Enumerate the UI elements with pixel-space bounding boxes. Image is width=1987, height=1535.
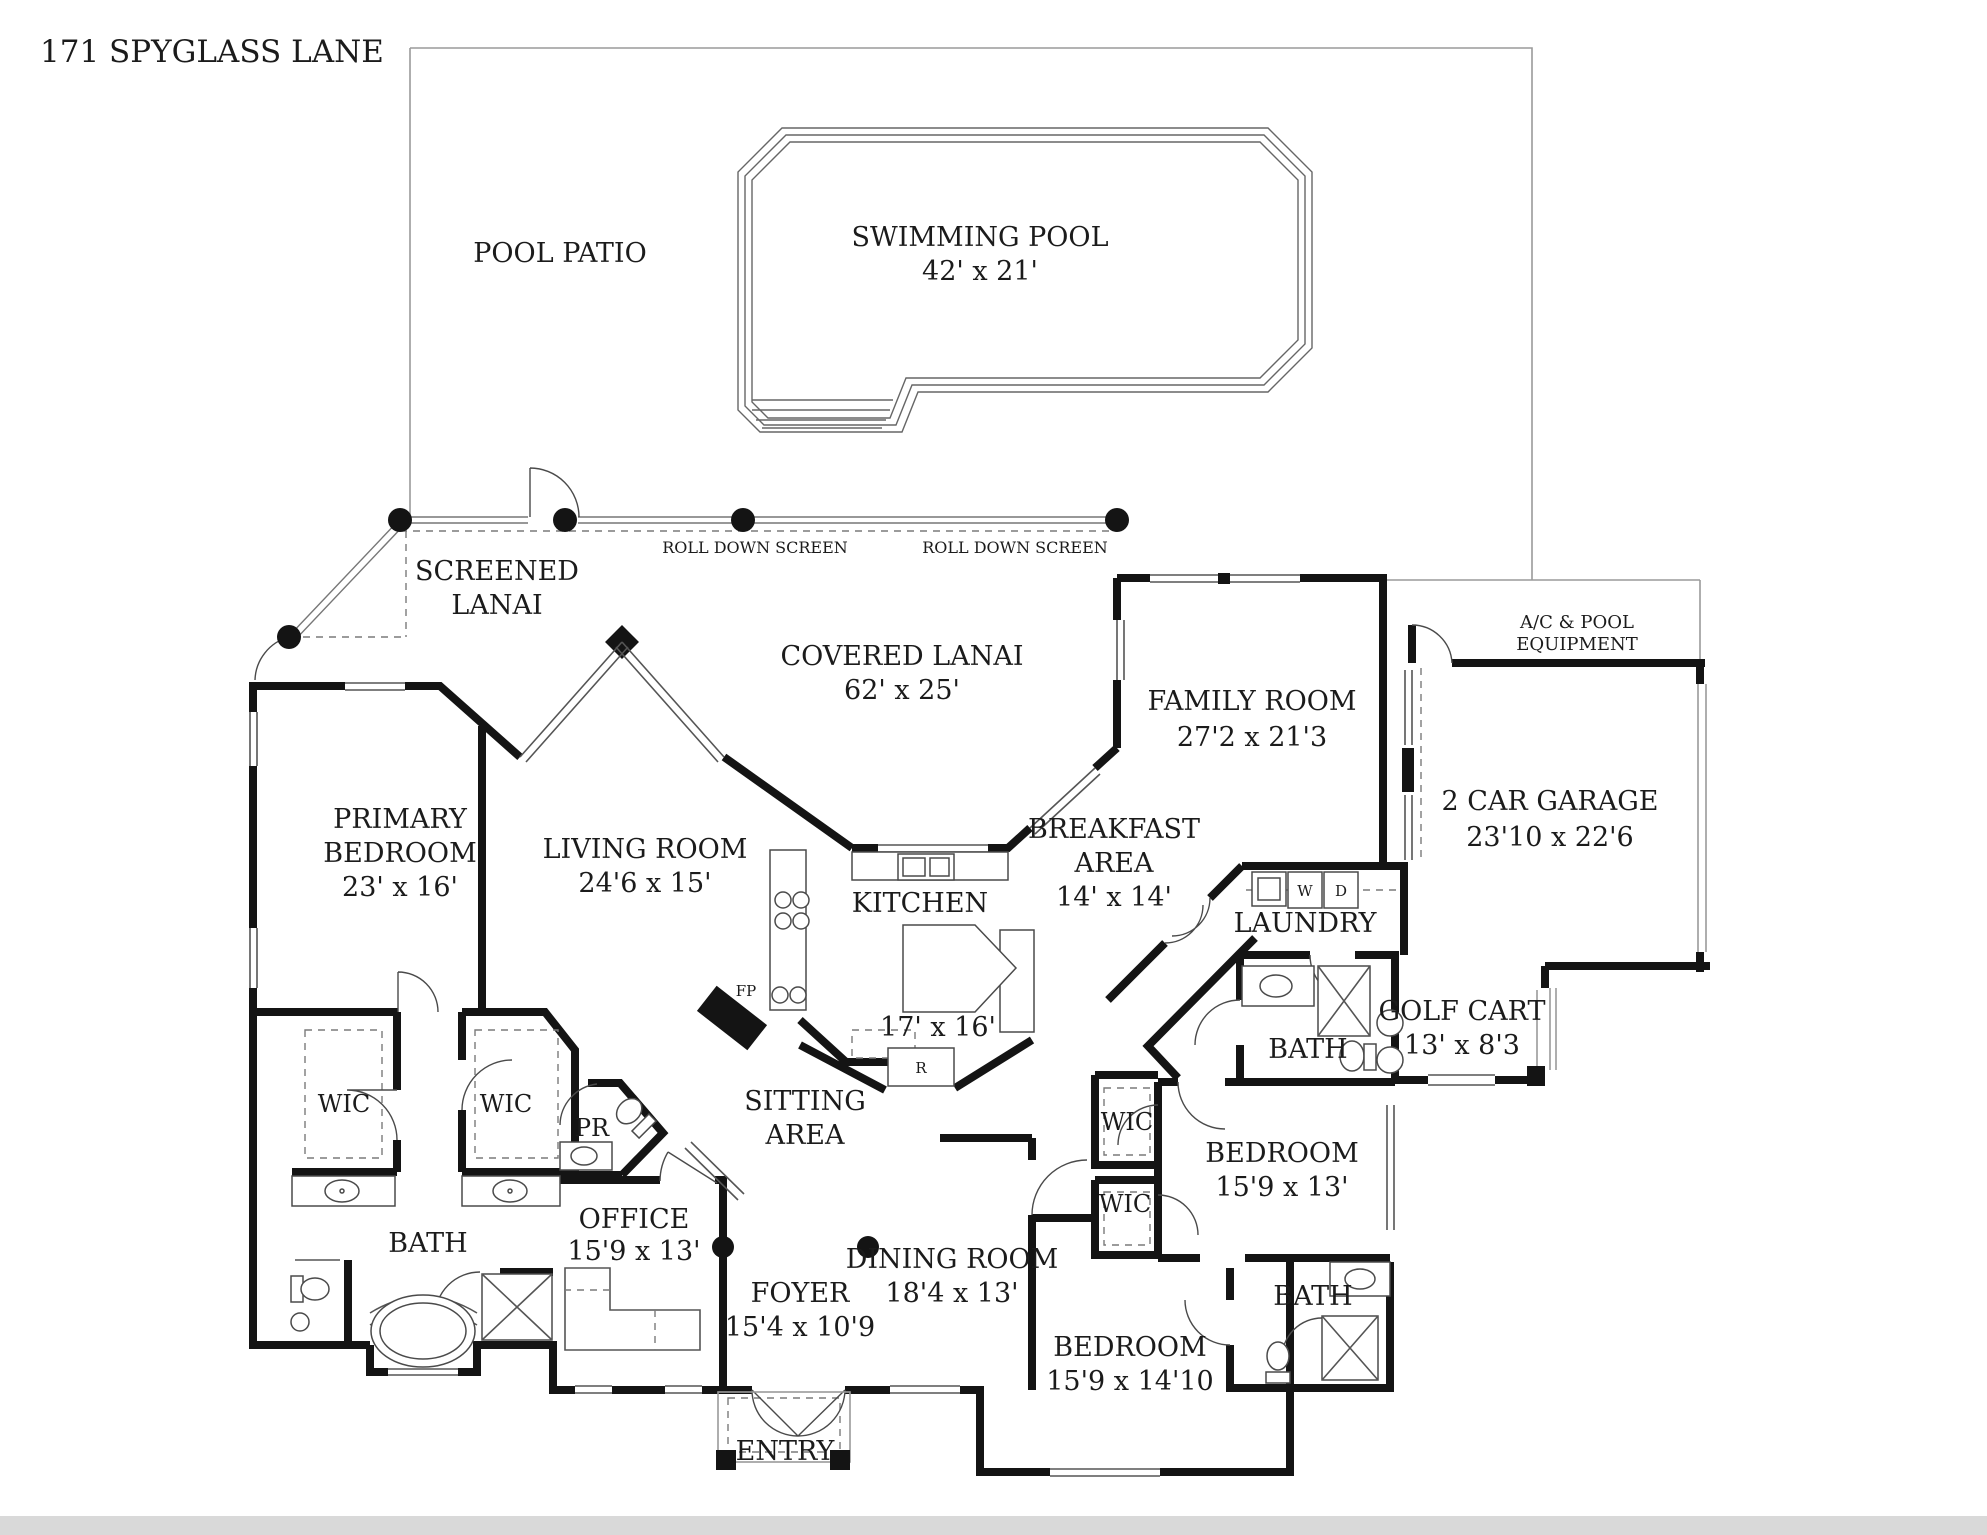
label-living-room: LIVING ROOM [543, 834, 748, 865]
washer [1287, 871, 1323, 909]
label-bedroom3: BEDROOM [1205, 1138, 1358, 1169]
label-swimming-pool-dims: 42' x 21' [922, 256, 1038, 287]
foyer-column [712, 1236, 734, 1258]
label-foyer-dims: 15'4 x 10'9 [725, 1312, 875, 1343]
label-ac-pool-2: EQUIPMENT [1516, 634, 1638, 655]
label-wic-b: WIC [1099, 1190, 1152, 1218]
label-covered-lanai-dims: 62' x 25' [844, 675, 960, 706]
label-bedroom3-dims: 15'9 x 13' [1215, 1172, 1348, 1203]
label-primary-bath: BATH [388, 1228, 467, 1259]
sink [570, 1146, 598, 1166]
label-bedroom2: BEDROOM [1053, 1332, 1206, 1363]
label-foyer: FOYER [751, 1278, 850, 1309]
label-breakfast: BREAKFAST [1028, 814, 1200, 845]
plan-title: 171 SPYGLASS LANE [40, 34, 384, 70]
label-primary-bedroom: PRIMARY [333, 804, 468, 835]
label-sitting-2: AREA [764, 1120, 845, 1151]
label-screened-lanai-2: LANAI [451, 590, 542, 621]
label-dining-dims: 18'4 x 13' [885, 1278, 1018, 1309]
label-swimming-pool: SWIMMING POOL [851, 222, 1108, 253]
refrigerator [887, 1047, 955, 1087]
label-office: OFFICE [579, 1204, 690, 1235]
toilet [1266, 1341, 1290, 1371]
foyer-column [857, 1236, 879, 1258]
labels: 171 SPYGLASS LANE POOL PATIO SWIMMING PO… [40, 34, 1659, 1467]
label-sitting: SITTING [744, 1086, 866, 1117]
label-kitchen: KITCHEN [852, 888, 988, 919]
label-entry: ENTRY [736, 1436, 836, 1467]
label-wic-left: WIC [318, 1090, 371, 1118]
label-fireplace: FP [736, 982, 757, 1000]
fireplace-mass [696, 985, 768, 1051]
label-dryer: D [1335, 882, 1347, 900]
label-pr: PR [575, 1114, 610, 1142]
label-pool-bath: BATH [1268, 1034, 1347, 1065]
label-golf-cart: GOLF CART [1379, 996, 1546, 1027]
kitchen-island [902, 924, 1018, 1013]
label-bath2: BATH [1273, 1281, 1352, 1312]
lanai-column [553, 508, 577, 532]
label-family-room: FAMILY ROOM [1147, 686, 1356, 717]
label-wic-right: WIC [480, 1090, 533, 1118]
label-pool-patio: POOL PATIO [473, 238, 646, 269]
lanai-column [1105, 508, 1129, 532]
label-primary-bedroom-dims: 23' x 16' [342, 872, 458, 903]
label-laundry: LAUNDRY [1234, 908, 1378, 939]
label-golf-cart-dims: 13' x 8'3 [1404, 1030, 1520, 1061]
label-roll-down-screen-2: ROLL DOWN SCREEN [922, 538, 1108, 557]
page-bottom-strip [0, 1516, 1987, 1535]
label-washer: W [1297, 882, 1313, 900]
label-bedroom2-dims: 15'9 x 14'10 [1046, 1366, 1213, 1397]
fixtures [290, 849, 1404, 1470]
label-breakfast-2: AREA [1073, 848, 1154, 879]
toilet [615, 1097, 643, 1125]
label-dining: DINING ROOM [846, 1244, 1059, 1275]
label-garage: 2 CAR GARAGE [1441, 786, 1658, 817]
kitchen-counter [769, 849, 807, 1011]
screened-lanai [254, 467, 1129, 681]
label-kitchen-dims: 17' x 16' [880, 1012, 996, 1043]
label-primary-bedroom-2: BEDROOM [323, 838, 476, 869]
sink [1344, 1268, 1376, 1290]
label-wic-a: WIC [1101, 1108, 1154, 1136]
label-living-room-dims: 24'6 x 15' [578, 868, 711, 899]
label-screened-lanai: SCREENED [415, 556, 579, 587]
label-breakfast-dims: 14' x 14' [1056, 882, 1172, 913]
toilet [300, 1277, 330, 1301]
lanai-column [731, 508, 755, 532]
label-fridge: R [915, 1059, 927, 1077]
pool-patio [409, 47, 1707, 1078]
label-roll-down-screen-1: ROLL DOWN SCREEN [662, 538, 848, 557]
lanai-column [277, 625, 301, 649]
label-office-dims: 15'9 x 13' [567, 1236, 700, 1267]
label-covered-lanai: COVERED LANAI [780, 641, 1023, 672]
label-family-room-dims: 27'2 x 21'3 [1177, 722, 1327, 753]
label-garage-dims: 23'10 x 22'6 [1466, 822, 1633, 853]
lanai-column [388, 508, 412, 532]
sink [1259, 974, 1293, 998]
dryer [1323, 871, 1359, 909]
label-ac-pool: A/C & POOL [1519, 612, 1634, 633]
